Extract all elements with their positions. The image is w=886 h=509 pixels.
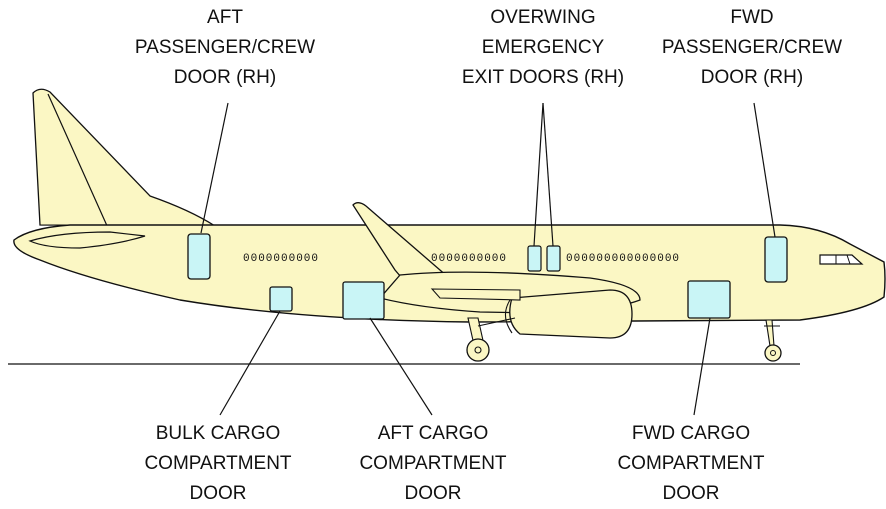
leader-overwing-exit-2 [542, 102, 554, 247]
engine-pylon [430, 288, 521, 301]
leader-aft-cargo-door [369, 317, 433, 416]
fwd-passenger-door [764, 236, 788, 283]
windows-mid: 0000000000 [431, 253, 507, 265]
label-bulk-cargo-door: BULK CARGO COMPARTMENT DOOR [144, 423, 292, 504]
label-aft-cargo-door: AFT CARGO COMPARTMENT DOOR [359, 423, 507, 504]
bulk-cargo-door [269, 286, 293, 312]
leader-aft-passenger-door [200, 102, 229, 234]
label-overwing-exits: OVERWING EMERGENCY EXIT DOORS (RH) [461, 7, 625, 88]
fwd-cargo-door [687, 280, 731, 319]
leader-fwd-cargo-door [693, 317, 711, 416]
label-aft-passenger-door: AFT PASSENGER/CREW DOOR (RH) [134, 7, 316, 88]
nose-wheel [764, 344, 782, 362]
aft-cargo-door [342, 281, 385, 320]
windows-aft: 0000000000 [243, 253, 319, 265]
cockpit-window [819, 254, 864, 265]
label-fwd-cargo-door: FWD CARGO COMPARTMENT DOOR [617, 423, 765, 504]
windows-fwd: 000000000000000 [566, 253, 680, 265]
rudder-hinge-line [47, 93, 109, 229]
label-fwd-passenger-door: FWD PASSENGER/CREW DOOR (RH) [661, 7, 843, 88]
leader-bulk-cargo-door [219, 310, 281, 416]
overwing-exit-door-2 [546, 245, 561, 272]
overwing-exit-door-1 [527, 245, 542, 272]
main-wheel [466, 338, 490, 362]
engine-nacelle [509, 289, 633, 339]
horizontal-stabilizer [28, 231, 146, 249]
leader-fwd-passenger-door [753, 102, 776, 238]
aft-passenger-door [187, 233, 211, 280]
vertical-stabilizer [32, 88, 218, 227]
nose-gear-strut [765, 319, 775, 347]
leader-overwing-exit-1 [533, 102, 544, 247]
